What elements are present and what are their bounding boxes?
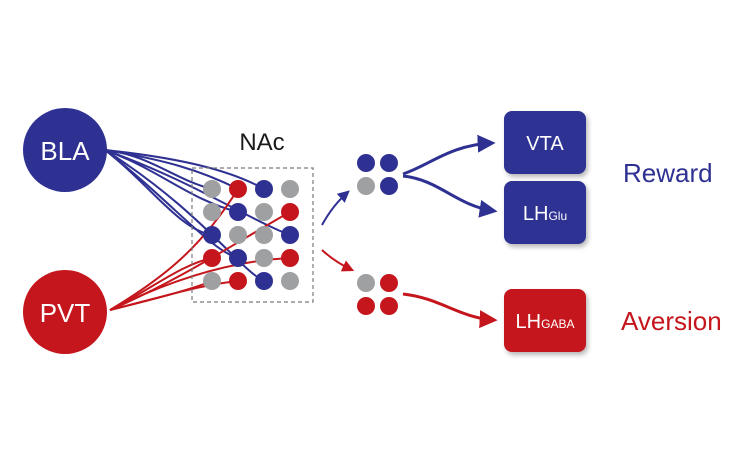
neuron-dot-red	[281, 249, 299, 267]
neuron-dot-grey	[255, 249, 273, 267]
vta-box: VTA	[504, 111, 586, 174]
nac-region-box	[191, 167, 314, 303]
neuron-dot-blue	[229, 203, 247, 221]
nac-to-upper-cluster-arrow	[321, 190, 350, 226]
neuron-dot-blue	[380, 154, 398, 172]
neuron-dot-blue	[380, 177, 398, 195]
lh-glu-box: LHGlu	[504, 181, 586, 244]
aversion-neuron-cluster	[357, 274, 398, 315]
neuron-dot-grey	[255, 203, 273, 221]
neuron-dot-grey	[255, 226, 273, 244]
neuron-dot-grey	[281, 180, 299, 198]
neuron-dot-red	[380, 297, 398, 315]
neuron-dot-blue	[203, 226, 221, 244]
neuron-dot-grey	[203, 203, 221, 221]
bla-label: BLA	[40, 136, 90, 166]
neuron-dot-grey	[281, 272, 299, 290]
aversion-label: Aversion	[621, 306, 722, 336]
nac-to-lower-cluster-arrow	[321, 249, 355, 272]
nac-neuron-grid	[203, 180, 299, 290]
neuron-dot-blue	[229, 249, 247, 267]
cluster-to-lh-glu-arrow	[402, 174, 498, 218]
neuron-dot-red	[203, 249, 221, 267]
bla-node: BLA	[23, 108, 107, 192]
neuron-dot-red	[380, 274, 398, 292]
neuron-dot-grey	[203, 180, 221, 198]
pvt-label: PVT	[40, 298, 91, 328]
neuron-dot-red	[229, 180, 247, 198]
svg-text:LHGlu: LHGlu	[523, 203, 567, 225]
neuron-dot-blue	[281, 226, 299, 244]
reward-neuron-cluster	[357, 154, 398, 195]
neuron-dot-grey	[357, 274, 375, 292]
lh-gaba-subscript: GABA	[541, 317, 574, 331]
neuron-dot-blue	[255, 272, 273, 290]
cluster-to-lh-gaba-arrow	[402, 292, 498, 329]
neuron-dot-red	[357, 297, 375, 315]
neuron-dot-grey	[357, 177, 375, 195]
neuron-dot-grey	[229, 226, 247, 244]
vta-label: VTA	[526, 133, 564, 155]
lh-gaba-label: LH	[516, 311, 542, 333]
lh-glu-subscript: Glu	[548, 209, 567, 223]
svg-text:LHGABA: LHGABA	[516, 311, 575, 333]
bla-projection-lines	[104, 149, 291, 282]
neuron-dot-grey	[203, 272, 221, 290]
neuron-dot-red	[229, 272, 247, 290]
neuron-dot-red	[281, 203, 299, 221]
lh-glu-label: LH	[523, 203, 549, 225]
cluster-to-vta-arrow	[402, 134, 496, 176]
neuron-dot-blue	[255, 180, 273, 198]
nac-label: NAc	[239, 129, 284, 156]
reward-label: Reward	[623, 158, 713, 188]
neuron-dot-blue	[357, 154, 375, 172]
lh-gaba-box: LHGABA	[504, 289, 586, 352]
pvt-node: PVT	[23, 270, 107, 354]
